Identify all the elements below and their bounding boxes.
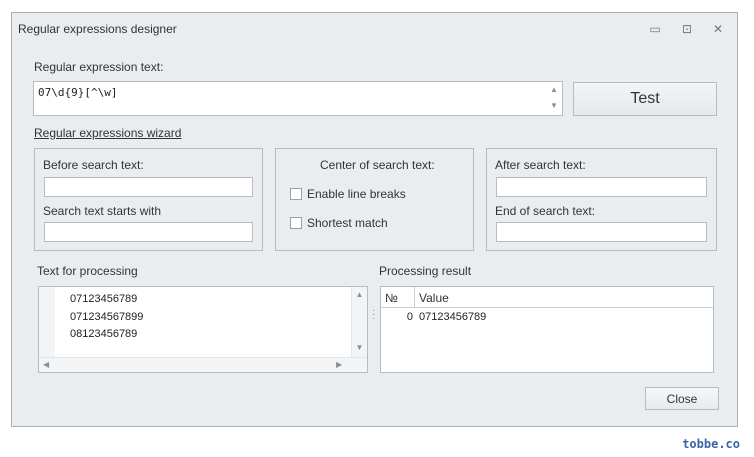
end-of-search-label: End of search text: bbox=[495, 204, 596, 218]
processing-gutter bbox=[39, 287, 55, 357]
before-label: Before search text: bbox=[43, 158, 144, 172]
after-group: After search text: End of search text: bbox=[486, 148, 717, 251]
processing-label: Text for processing bbox=[37, 264, 138, 278]
scroll-up-icon[interactable]: ▲ bbox=[355, 290, 364, 299]
regex-designer-window: Regular expressions designer ▭ ⊡ ✕ Regul… bbox=[11, 12, 738, 427]
scroll-up-icon[interactable]: ▲ bbox=[550, 85, 558, 94]
title-bar[interactable]: Regular expressions designer ▭ ⊡ ✕ bbox=[12, 13, 737, 44]
window-title: Regular expressions designer bbox=[18, 22, 177, 36]
after-input[interactable] bbox=[496, 177, 707, 197]
scroll-right-icon[interactable]: ▶ bbox=[336, 360, 343, 369]
processing-lines: 07123456789 071234567899 08123456789 bbox=[70, 291, 143, 344]
starts-with-label: Search text starts with bbox=[43, 204, 162, 218]
close-button[interactable]: Close bbox=[645, 387, 719, 410]
minimize-button[interactable]: ▭ bbox=[644, 20, 666, 38]
table-row[interactable]: 0 07123456789 bbox=[381, 311, 713, 328]
processing-line: 08123456789 bbox=[70, 328, 138, 340]
processing-line: 071234567899 bbox=[70, 310, 144, 323]
scroll-left-icon[interactable]: ◀ bbox=[43, 360, 50, 369]
regex-scrollbar[interactable]: ▲ ▼ bbox=[546, 82, 562, 115]
column-number[interactable]: № bbox=[385, 291, 398, 305]
result-grid[interactable]: № Value 0 07123456789 bbox=[380, 286, 714, 373]
wizard-link[interactable]: Regular expressions wizard bbox=[34, 126, 182, 140]
processing-vscrollbar[interactable]: ▲ ▼ bbox=[351, 287, 367, 357]
after-label: After search text: bbox=[495, 158, 586, 172]
shortest-match-label: Shortest match bbox=[307, 216, 388, 230]
row-value: 07123456789 bbox=[419, 311, 487, 323]
processing-textarea[interactable]: 07123456789 071234567899 08123456789 ▲ ▼… bbox=[38, 286, 368, 373]
watermark-text: tobbe.co bbox=[682, 437, 740, 451]
splitter-handle-icon[interactable]: ··· bbox=[372, 305, 376, 324]
shortest-match-checkbox[interactable] bbox=[290, 217, 302, 229]
line-breaks-label: Enable line breaks bbox=[307, 187, 406, 201]
close-window-button[interactable]: ✕ bbox=[707, 20, 729, 38]
close-icon: ✕ bbox=[712, 22, 724, 36]
result-label: Processing result bbox=[379, 264, 472, 278]
end-of-search-input[interactable] bbox=[496, 222, 707, 242]
maximize-button[interactable]: ⊡ bbox=[676, 20, 698, 38]
processing-line: 07123456789 bbox=[70, 293, 138, 305]
center-group: Center of search text: Enable line break… bbox=[275, 148, 474, 251]
before-input[interactable] bbox=[44, 177, 253, 197]
test-button[interactable]: Test bbox=[573, 82, 717, 116]
center-label: Center of search text: bbox=[320, 158, 435, 172]
line-breaks-option[interactable]: Enable line breaks bbox=[290, 187, 406, 201]
maximize-icon: ⊡ bbox=[681, 22, 693, 36]
regex-value: 07\d{9}[^\w] bbox=[38, 86, 118, 99]
regex-input[interactable]: 07\d{9}[^\w] ▲ ▼ bbox=[33, 81, 563, 116]
result-grid-header: № Value bbox=[381, 287, 713, 308]
row-number: 0 bbox=[406, 311, 413, 323]
column-separator[interactable] bbox=[414, 287, 415, 308]
before-group: Before search text: Search text starts w… bbox=[34, 148, 263, 251]
line-breaks-checkbox[interactable] bbox=[290, 188, 302, 200]
minimize-icon: ▭ bbox=[649, 22, 661, 36]
scroll-down-icon[interactable]: ▼ bbox=[550, 101, 558, 110]
shortest-match-option[interactable]: Shortest match bbox=[290, 216, 388, 230]
column-value[interactable]: Value bbox=[419, 291, 449, 305]
scroll-down-icon[interactable]: ▼ bbox=[355, 343, 364, 352]
processing-hscrollbar[interactable]: ◀ ▶ bbox=[39, 357, 367, 372]
starts-with-input[interactable] bbox=[44, 222, 253, 242]
regex-label: Regular expression text: bbox=[34, 60, 164, 74]
